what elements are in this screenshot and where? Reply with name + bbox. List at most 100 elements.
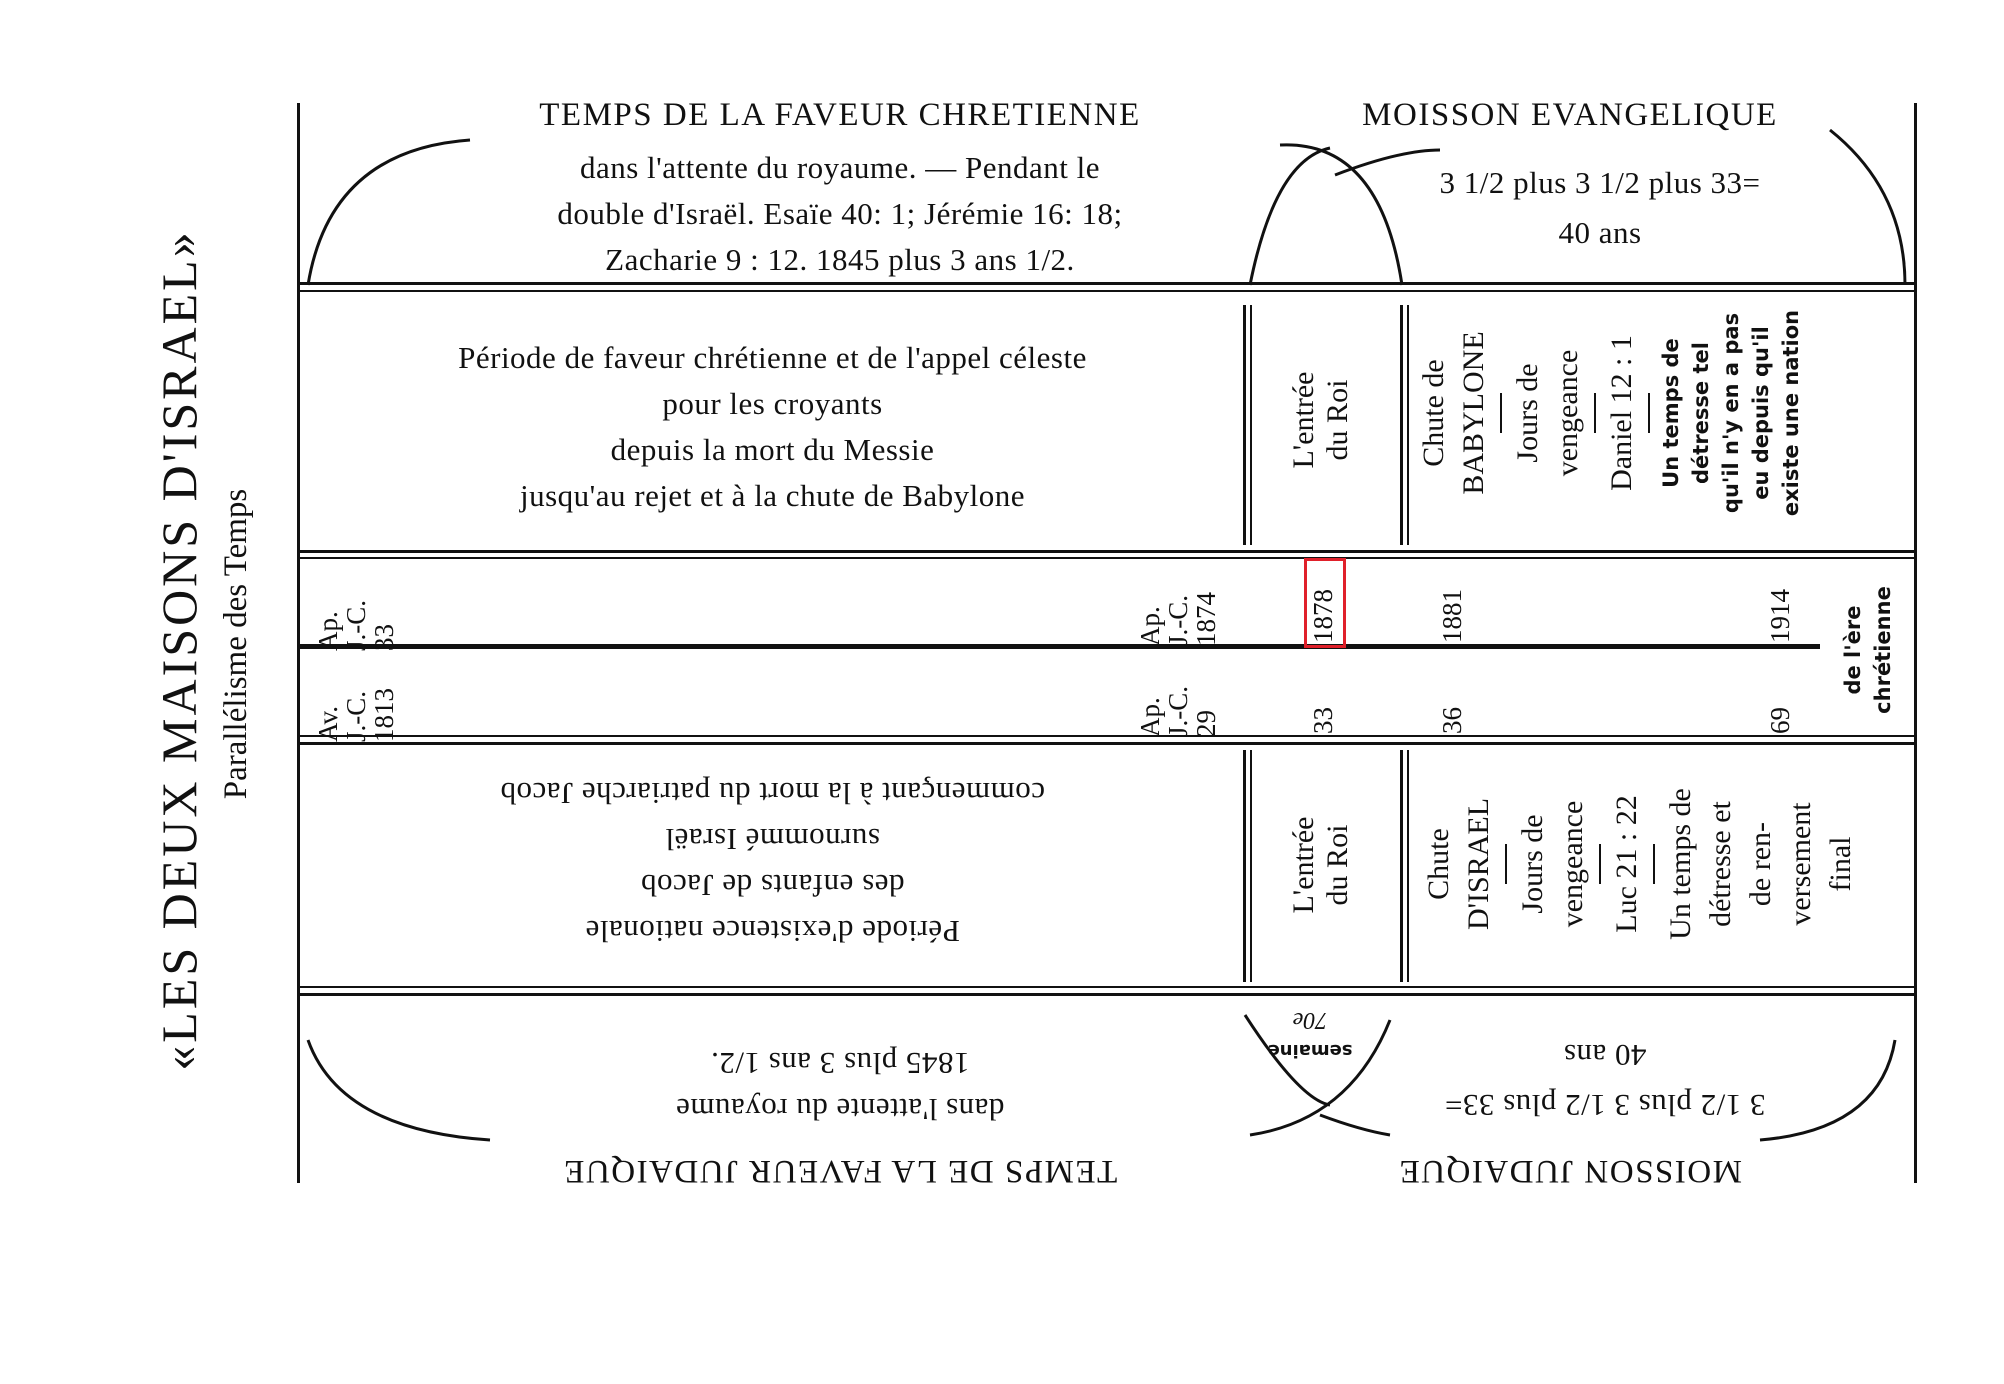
- text-line: eu depuis qu'il: [1749, 326, 1773, 500]
- text-line: jusqu'au rejet et à la chute de Babylone: [519, 478, 1026, 513]
- divider: [1250, 305, 1252, 545]
- arc-top-left: [306, 138, 471, 286]
- period-christian: Période de faveur chrétienne et de l'app…: [300, 335, 1245, 519]
- text-line: vengeance: [1551, 349, 1584, 477]
- text-line: depuis la mort du Messie: [610, 432, 935, 467]
- text-line: pour les croyants: [662, 386, 883, 421]
- text-line: double d'Israël. Esaïe 40: 1; Jérémie 16…: [557, 196, 1123, 231]
- divider: [1653, 844, 1655, 884]
- header-jewish-favour: TEMPS DE LA FAVEUR JUDAIQUE: [562, 1153, 1118, 1189]
- text-line: Chute de: [1417, 359, 1450, 467]
- date-1881: 1881: [1437, 589, 1467, 643]
- text-line: final: [1824, 836, 1857, 892]
- timeline-axis: [300, 644, 1820, 649]
- header-christian-favour: TEMPS DE LA FAVEUR CHRETIENNE: [539, 97, 1141, 133]
- text-line: Période de faveur chrétienne et de l'app…: [458, 340, 1087, 375]
- divider: [1505, 844, 1507, 884]
- divider: [1250, 750, 1252, 982]
- arc-bottom-right: [1319, 1039, 1897, 1142]
- text-line: commençant à la mort du patriarche Jacob: [499, 776, 1046, 811]
- text-line: 40 ans: [1558, 215, 1642, 250]
- header-jewish-description: dans l'attente du royaume 1845 plus 3 an…: [440, 1040, 1240, 1132]
- frame-left-line: [297, 103, 300, 1183]
- text-line: Zacharie 9 : 12. 1845 plus 3 ans 1/2.: [605, 242, 1075, 277]
- text-line: Jours de: [1511, 363, 1544, 463]
- scripture-ref: Daniel 12 : 1: [1605, 335, 1638, 491]
- babylon-column: Chute de BABYLONE Jours de vengeance Dan…: [1414, 293, 1910, 533]
- divider: [300, 550, 1914, 553]
- jewish-harvest-calculation: 3 1/2 plus 3 1/2 plus 33= 40 ans: [1370, 1030, 1840, 1130]
- text-line: L'entrée: [1287, 371, 1320, 469]
- text-line: D'ISRAEL: [1462, 797, 1495, 931]
- harvest-calculation: 3 1/2 plus 3 1/2 plus 33= 40 ans: [1360, 158, 1840, 258]
- text-line: L'entrée: [1287, 816, 1320, 914]
- text-line: des enfants de Jacob: [640, 868, 905, 903]
- text-line: dans l'attente du royaume: [675, 1092, 1005, 1127]
- text-line: surnommé Israël: [665, 822, 880, 857]
- arc-bottom-middle: [1243, 1014, 1392, 1137]
- divider: [1400, 305, 1403, 545]
- divider: [1599, 844, 1601, 884]
- text-line: versement: [1784, 802, 1817, 926]
- text-line: BABYLONE: [1457, 331, 1490, 495]
- divider: [1243, 305, 1246, 545]
- arc-bottom-left: [306, 1039, 491, 1142]
- divider: [300, 557, 1914, 559]
- divider: [300, 735, 1914, 737]
- text-line: détresse et: [1704, 801, 1737, 927]
- scripture-ref: Luc 21 : 22: [1610, 795, 1643, 933]
- text-line: Un temps de: [1659, 338, 1683, 488]
- date-1813-bc: Av.J.-C.1813: [313, 688, 399, 742]
- divider: [1594, 393, 1596, 433]
- text-line: Période d'existence nationale: [585, 914, 960, 949]
- israel-column: Chute D'ISRAEL Jours de vengeance Luc 21…: [1419, 749, 1905, 979]
- date-1874: Ap.J.-C.1874: [1135, 592, 1221, 646]
- text-line: détresse tel: [1689, 342, 1713, 484]
- main-title: «LES DEUX MAISONS D'ISRAEL»: [151, 229, 207, 1071]
- text-line: existe une nation: [1779, 309, 1803, 517]
- divider: [300, 282, 1914, 285]
- text-line: du Roi: [1321, 379, 1354, 461]
- text-line: 40 ans: [1563, 1038, 1647, 1073]
- date-1878-highlighted: 1878: [1307, 550, 1343, 656]
- header-christian-description: dans l'attente du royaume. — Pendant le …: [440, 145, 1240, 283]
- text-line: Un temps de: [1664, 788, 1697, 940]
- text-line: dans l'attente du royaume. — Pendant le: [579, 150, 1101, 185]
- date-33: 33: [1308, 707, 1338, 734]
- date-1914: 1914: [1765, 589, 1795, 643]
- divider: [1648, 393, 1650, 433]
- divider: [300, 993, 1914, 996]
- date-69: 69: [1765, 707, 1795, 734]
- divider: [300, 742, 1914, 745]
- entree-roi-top: L'entrée du Roi: [1287, 300, 1367, 540]
- text-line: vengeance: [1556, 800, 1589, 928]
- arc-top-middle: [1248, 143, 1404, 286]
- entree-roi-bottom: L'entrée du Roi: [1287, 745, 1367, 985]
- text-line: qu'il n'y en a pas: [1719, 312, 1743, 514]
- text-line: du Roi: [1321, 824, 1354, 906]
- date-36: 36: [1437, 707, 1467, 734]
- divider: [1500, 393, 1502, 433]
- date-29-ad: Ap.J.-C.29: [1135, 685, 1221, 737]
- frame-right-line: [1914, 103, 1917, 1183]
- divider: [1407, 750, 1409, 982]
- text-line: 1845 plus 3 ans 1/2.: [710, 1046, 970, 1081]
- text-line: 3 1/2 plus 3 1/2 plus 33=: [1439, 165, 1761, 200]
- divider: [1243, 750, 1246, 982]
- arc-top-right: [1334, 128, 1907, 286]
- text-line: 3 1/2 plus 3 1/2 plus 33=: [1444, 1088, 1766, 1123]
- text-line: Jours de: [1516, 814, 1549, 914]
- divider: [1407, 305, 1409, 545]
- text-line: Chute: [1422, 828, 1455, 900]
- divider: [1400, 750, 1403, 982]
- date-33-ad: Ap.J.-C.33: [313, 599, 399, 651]
- subtitle: Parallélisme des Temps: [218, 488, 254, 800]
- divider: [300, 290, 1914, 292]
- period-jewish: Période d'existence nationale des enfant…: [300, 770, 1245, 954]
- header-jewish-harvest: MOISSON JUDAIQUE: [1398, 1153, 1742, 1189]
- header-evangelical-harvest: MOISSON EVANGELIQUE: [1362, 97, 1778, 133]
- divider: [300, 986, 1914, 988]
- seventieth-week: semaine 70e: [1267, 1007, 1353, 1061]
